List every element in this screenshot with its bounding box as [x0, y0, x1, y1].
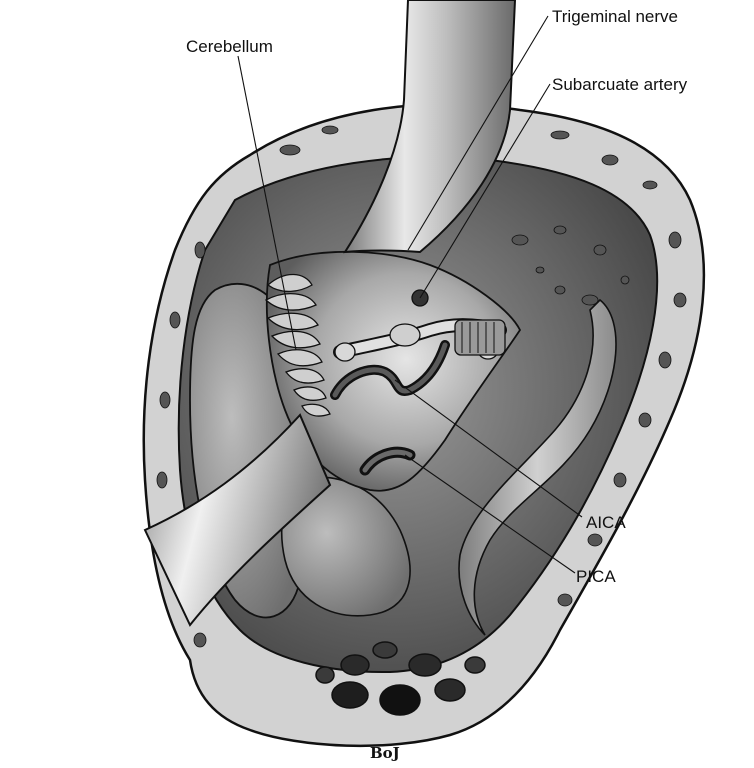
artist-signature: BoJ: [370, 744, 400, 762]
pica-leader: [404, 454, 576, 574]
trigeminal-nerve-leader: [407, 15, 549, 251]
cerebellopontine-exposure: [265, 250, 522, 492]
label-subarcuate-artery: Subarcuate artery: [552, 75, 688, 94]
label-trigeminal-nerve: Trigeminal nerve: [552, 7, 678, 26]
label-leaders: [237, 15, 583, 574]
dural-lobe: [280, 476, 411, 617]
label-cerebellum: Cerebellum: [186, 37, 273, 56]
subarcuate-artery-leader: [419, 83, 551, 299]
cerebellum-folia: [264, 273, 331, 417]
lower-retractor: [143, 413, 332, 627]
vessels: [330, 289, 507, 476]
cerebellum-leader: [237, 55, 297, 351]
semicircular-canal-ridge: [458, 298, 617, 636]
nerve-nodule: [389, 323, 421, 347]
upper-retractor: [343, 0, 517, 254]
aica-leader: [394, 379, 583, 518]
mastoid-air-cells: [315, 641, 486, 716]
label-aica: AICA: [586, 513, 626, 532]
label-pica: PICA: [576, 567, 616, 586]
